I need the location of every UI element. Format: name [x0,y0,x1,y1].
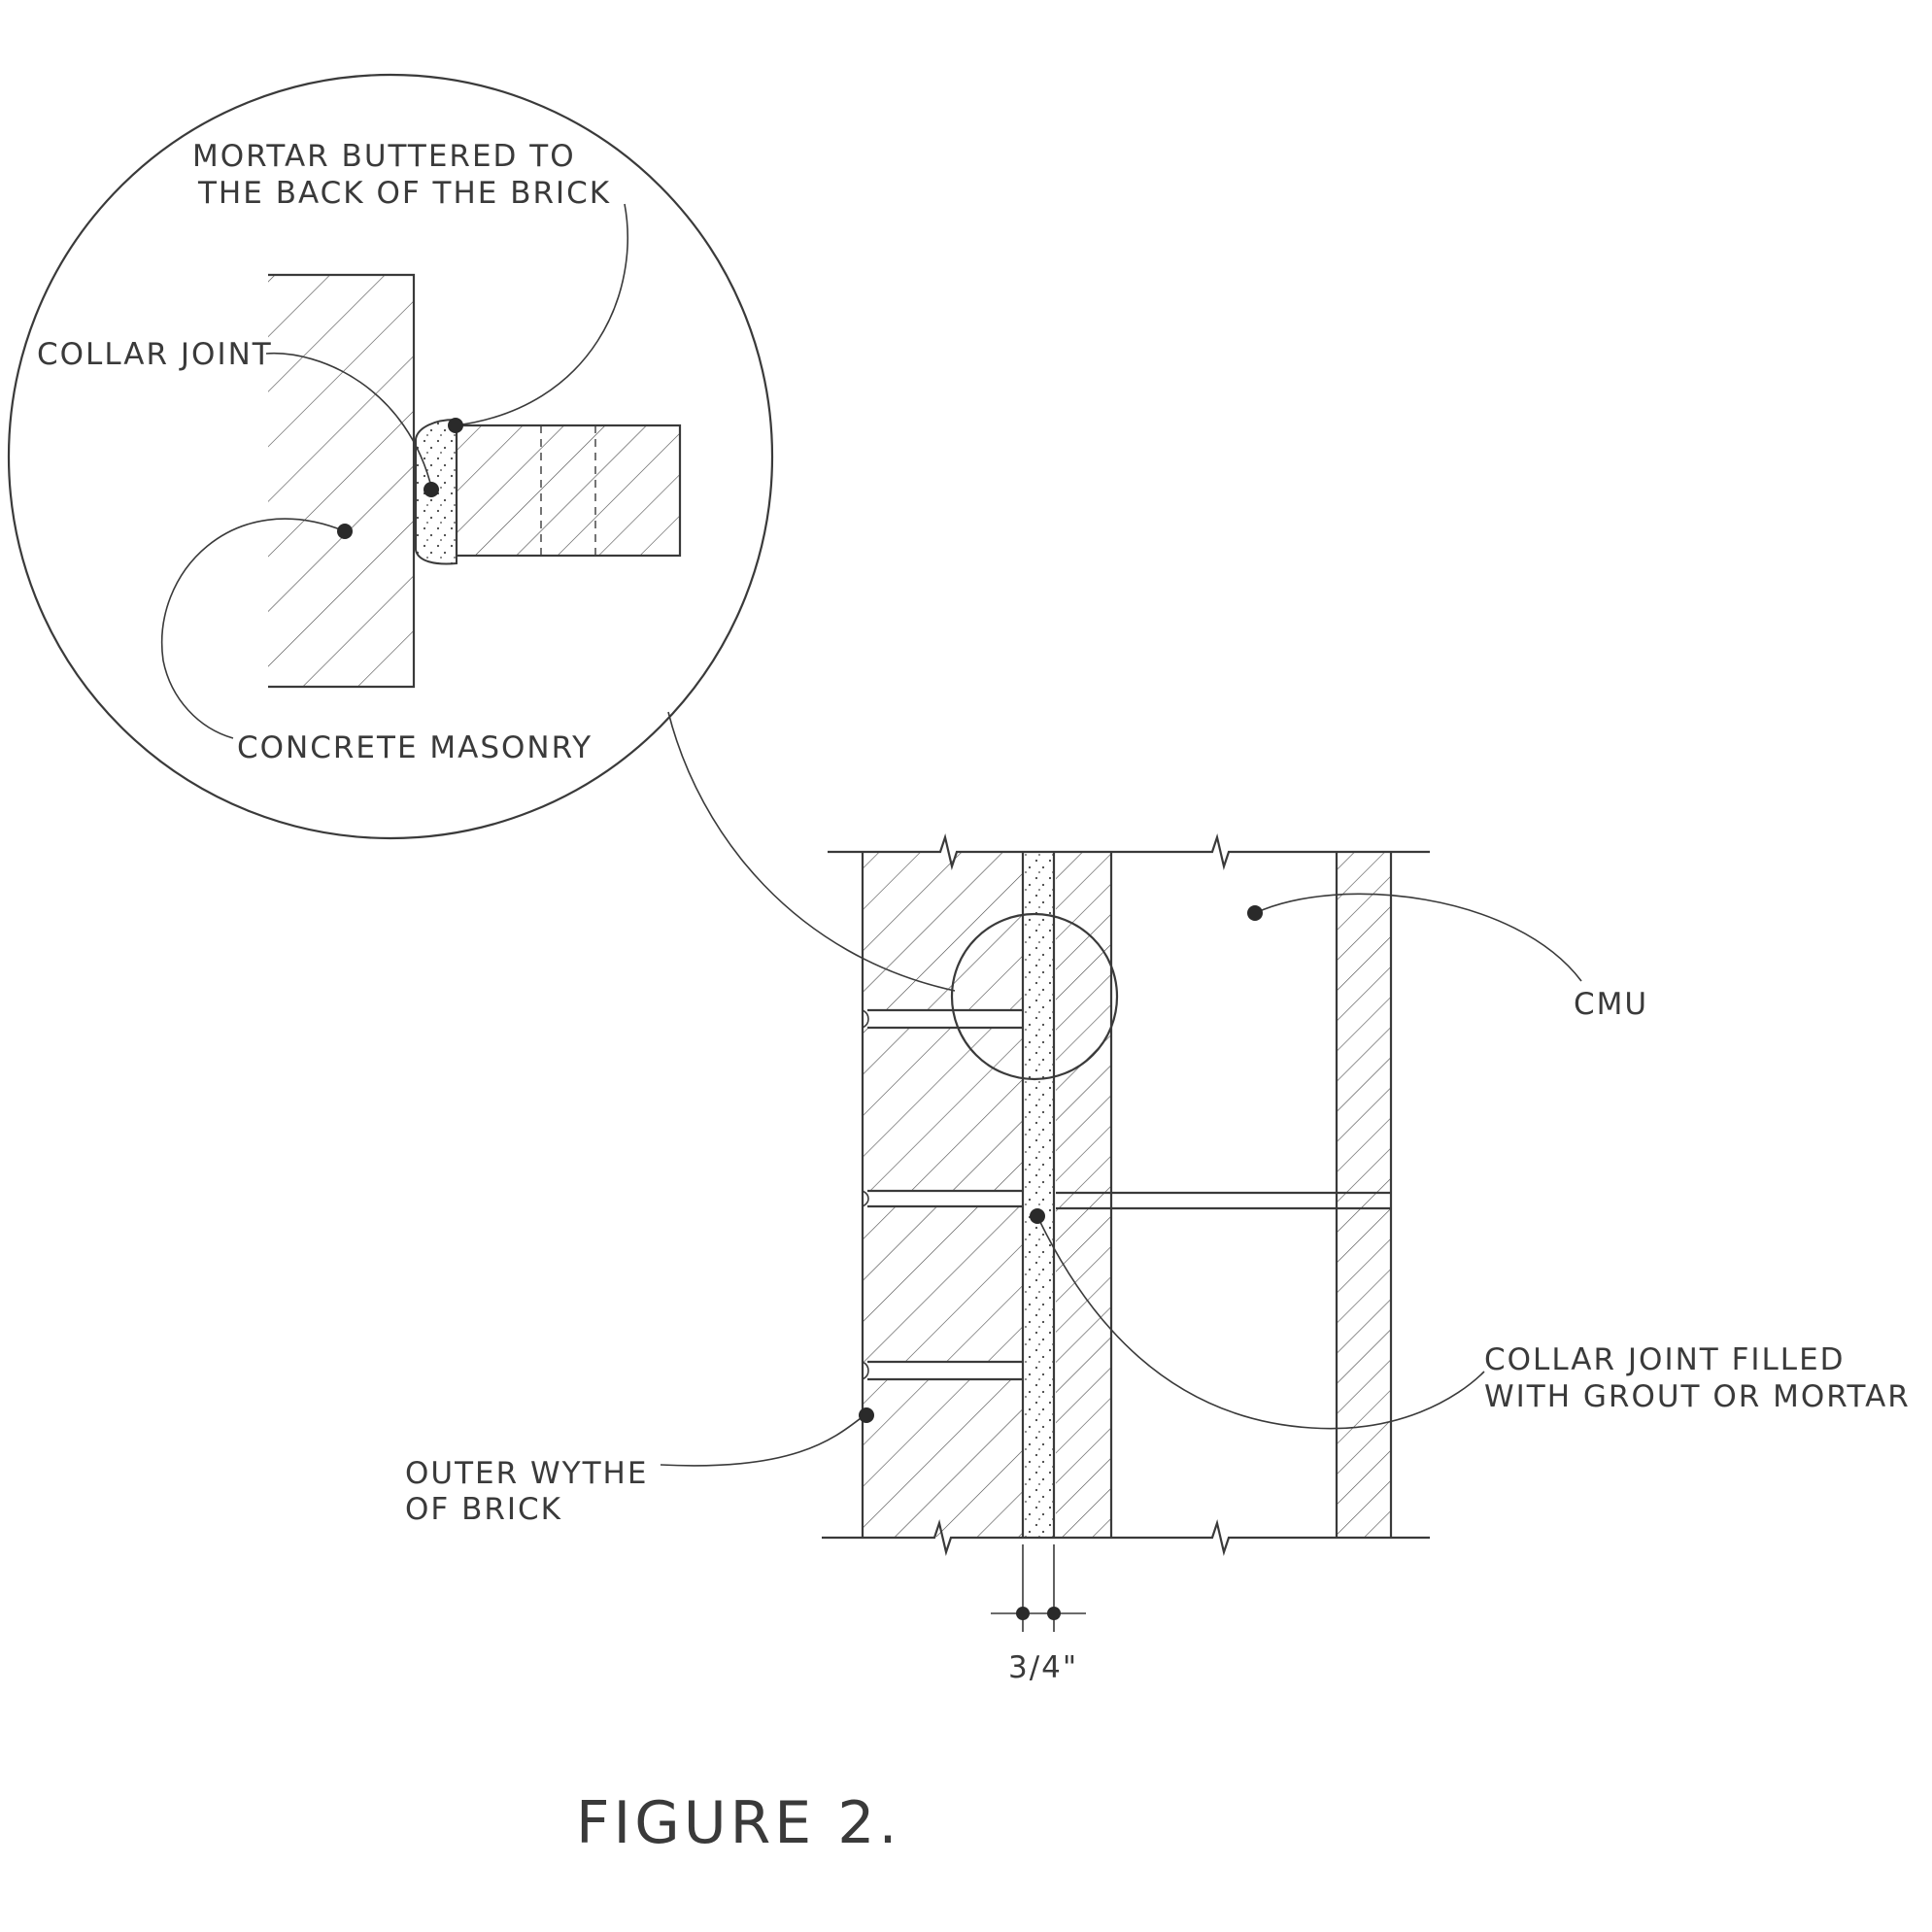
concrete-masonry-leader [160,518,346,739]
outer-wythe-leader [660,1414,865,1467]
detail-callout: MORTAR BUTTERED TO THE BACK OF THE BRICK… [7,73,774,840]
outer-wythe-label-line2: OF BRICK [405,1492,562,1527]
collar-joint [1025,853,1056,1537]
mortar-label-line2: THE BACK OF THE BRICK [197,176,611,211]
cmu-block [1056,853,1393,1537]
section-callout-circle [950,912,1119,1081]
collar-filled-label-line2: WITH GROUT OR MORTAR [1484,1379,1911,1414]
mortar-label-line1: MORTAR BUTTERED TO [192,139,576,174]
detail-brick [455,424,682,558]
cmu-label: CMU [1574,987,1648,1022]
break-lines [822,832,1430,1557]
dimension-label: 3/4" [1008,1650,1078,1685]
detail-circle [7,73,774,840]
wall-section: 3/4" CMU COLLAR JOINT FILLED WITH GROUT … [405,832,1911,1685]
collar-joint-label: COLLAR JOINT [37,337,273,372]
brick-wythe [861,853,1025,1537]
dimension-marker: 3/4" [991,1544,1086,1685]
outer-wythe-label-line1: OUTER WYTHE [405,1456,648,1491]
figure-caption: FIGURE 2. [576,1789,901,1857]
collar-filled-label-line1: COLLAR JOINT FILLED [1484,1342,1846,1377]
collar-filled-leader [1036,1215,1485,1430]
concrete-masonry-block [268,273,416,689]
mortar-leader [455,203,628,426]
cmu-leader [1254,893,1582,982]
collar-joint-leader [265,352,433,491]
concrete-masonry-label: CONCRETE MASONRY [237,730,593,765]
